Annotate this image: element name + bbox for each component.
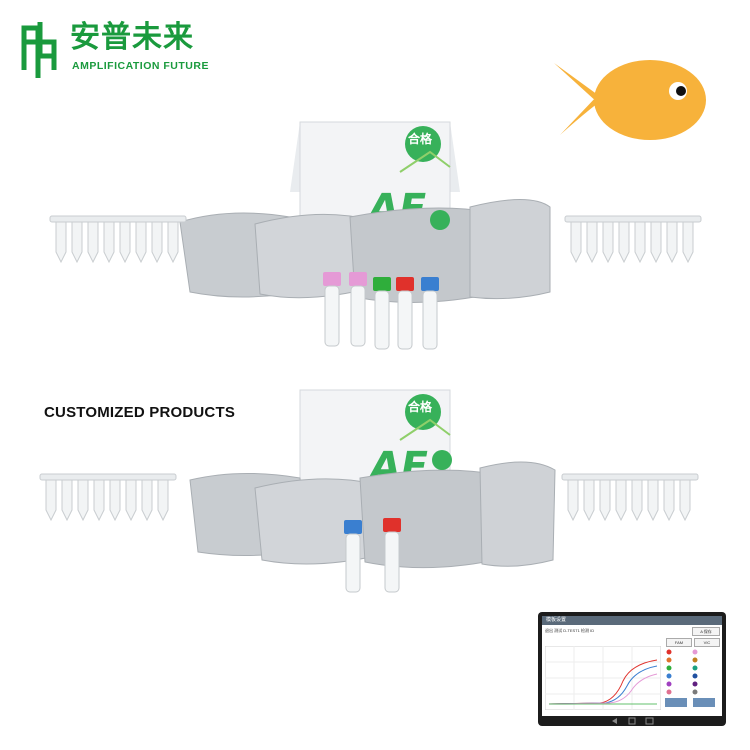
back-icon[interactable] bbox=[612, 718, 617, 724]
pcr-strip-top-left bbox=[49, 215, 187, 264]
tablet-screen: 模板设置 退出 测试 D-TEST1 检测 ID A 保存 FAM VIC bbox=[542, 616, 722, 716]
tablet-nav-bar bbox=[612, 717, 654, 725]
logo-chinese-name: 安普未来 bbox=[70, 20, 194, 55]
tablet-title-bar: 模板设置 bbox=[542, 616, 722, 625]
fish-icon bbox=[554, 60, 706, 140]
kit-image-bottom: AF bbox=[189, 389, 556, 593]
home-icon[interactable] bbox=[628, 717, 636, 725]
tablet-subtitle: 退出 测试 D-TEST1 检测 ID bbox=[545, 628, 595, 633]
pcr-strip-top-right bbox=[564, 215, 702, 264]
tablet-device: 模板设置 退出 测试 D-TEST1 检测 ID A 保存 FAM VIC bbox=[538, 612, 726, 726]
pcr-strip-bottom-right bbox=[561, 473, 699, 522]
logo-mark-icon bbox=[21, 22, 57, 78]
tablet-save-button[interactable]: A 保存 bbox=[692, 627, 720, 636]
box-badge-top: 合格 bbox=[407, 132, 432, 146]
customized-products-heading: CUSTOMIZED PRODUCTS bbox=[44, 404, 236, 421]
box-badge-bottom: 合格 bbox=[407, 400, 432, 414]
amplification-curve-chart bbox=[545, 646, 661, 710]
pcr-strip-bottom-left bbox=[39, 473, 177, 522]
logo-english-name: AMPLIFICATION FUTURE bbox=[72, 60, 209, 72]
brand-logo: 安普未来 AMPLIFICATION FUTURE bbox=[14, 18, 208, 80]
tablet-tab-fam[interactable]: FAM bbox=[666, 638, 692, 647]
well-color-legend bbox=[665, 649, 715, 707]
tablet-tab-vic[interactable]: VIC bbox=[694, 638, 720, 647]
kit-image-top: AF bbox=[179, 121, 551, 350]
recent-apps-icon[interactable] bbox=[645, 717, 654, 725]
